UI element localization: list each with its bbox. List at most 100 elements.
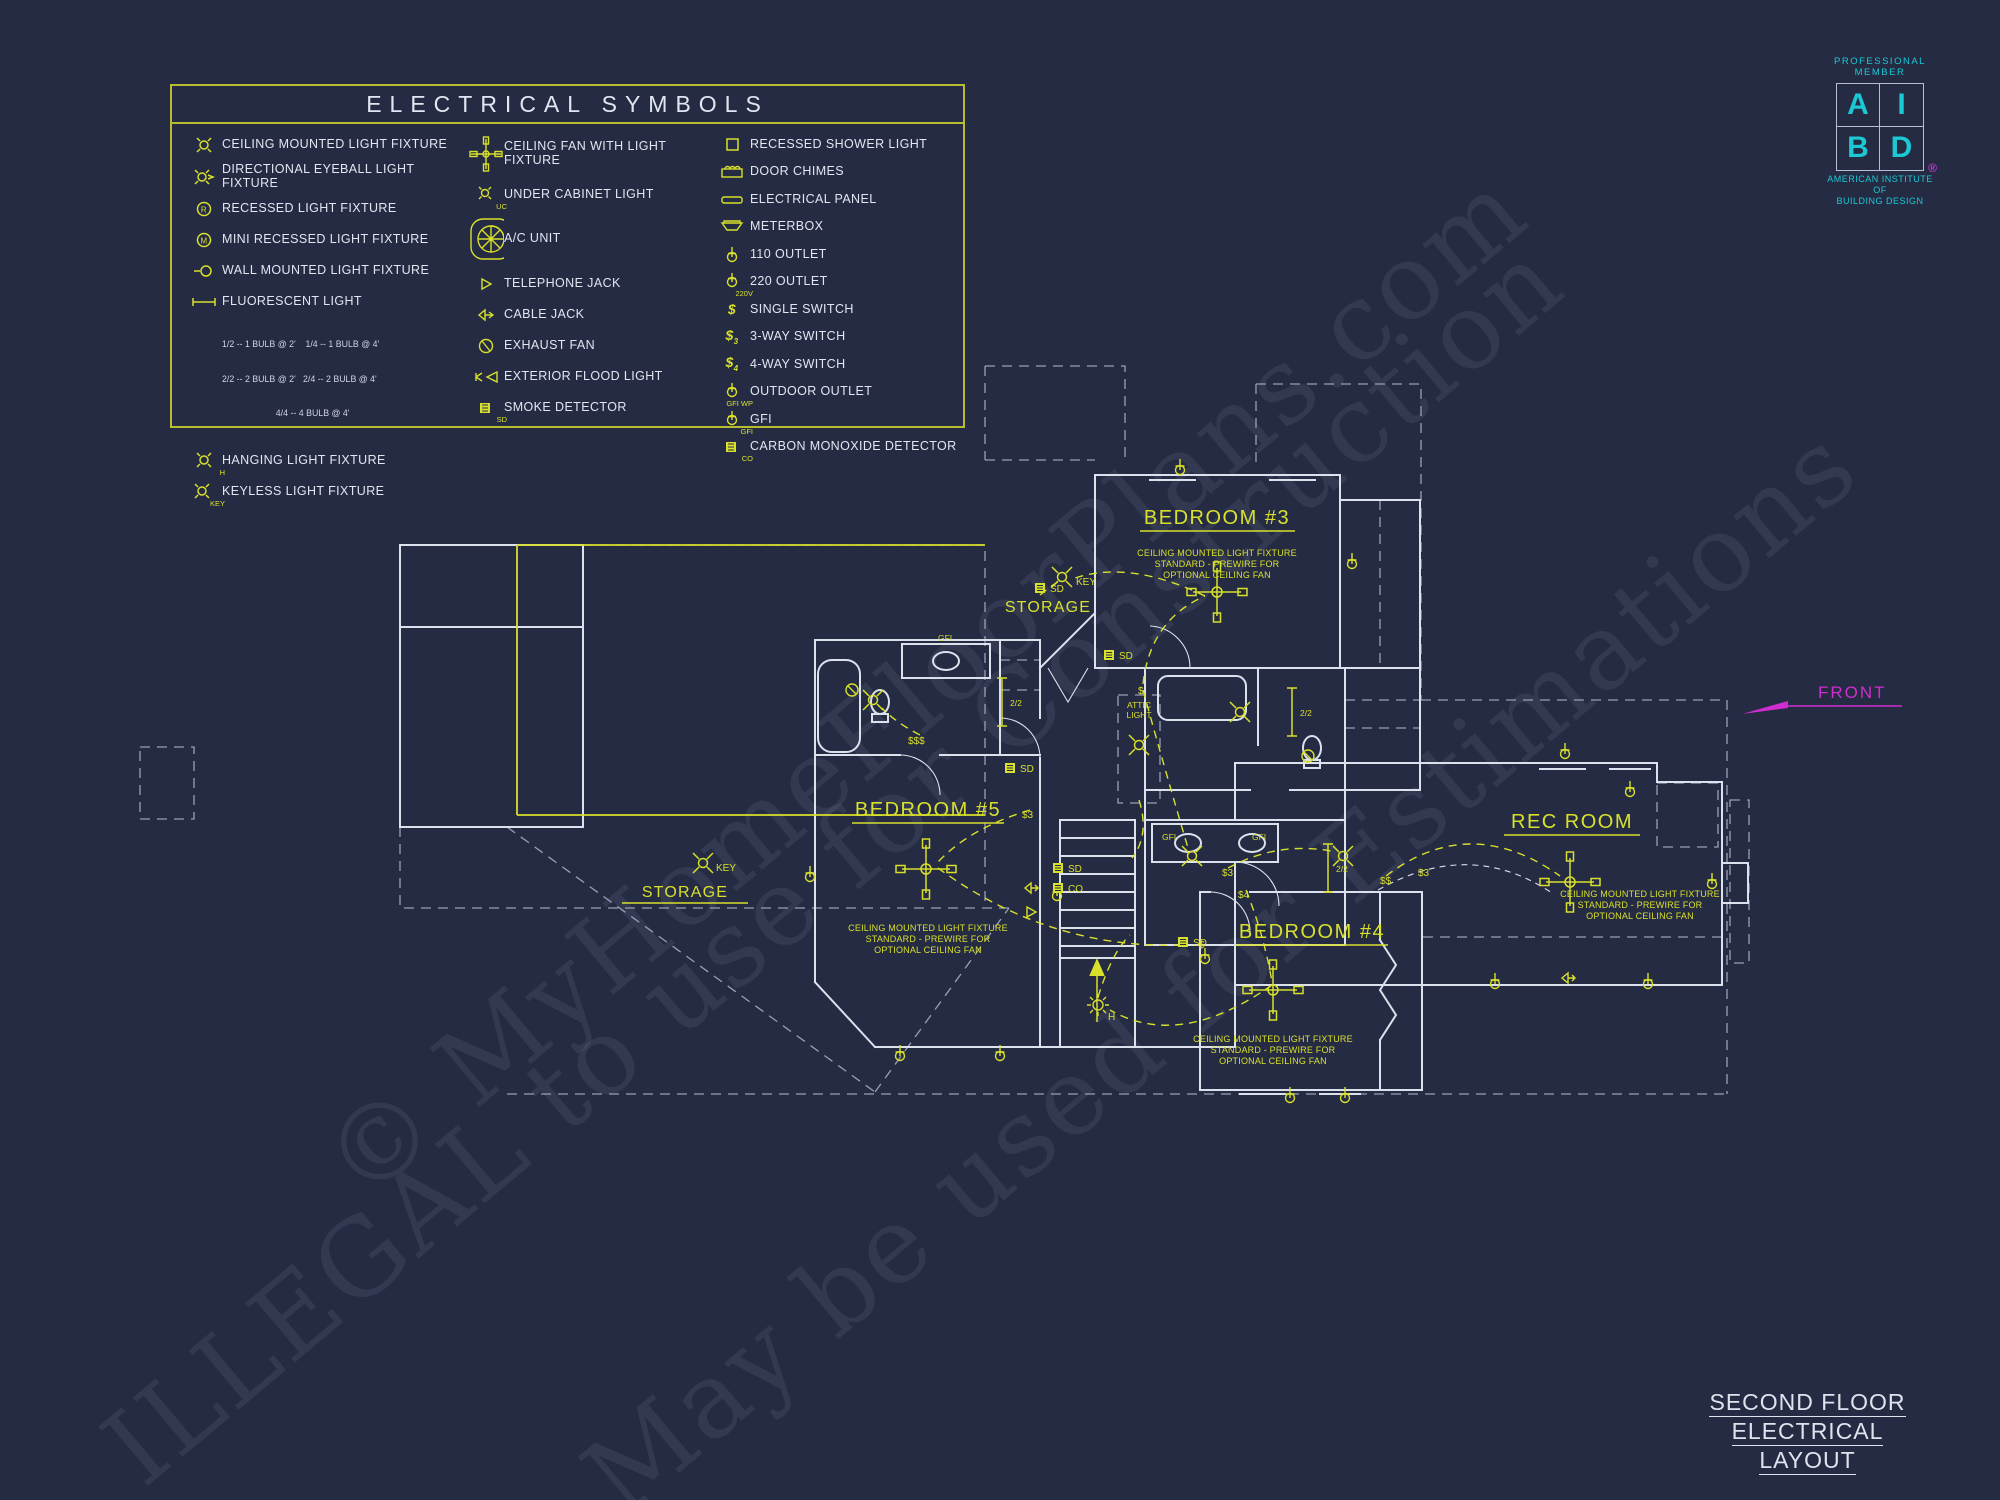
telephone-jack-icon [468,271,504,296]
outlet-110-icon [1346,552,1358,570]
fixture-note-bedroom4: CEILING MOUNTED LIGHT FIXTURE STANDARD -… [1193,1034,1353,1066]
fluor-label: 2/2 [1336,864,1348,874]
legend-label: 3-WAY SWITCH [750,329,846,344]
legend-label: SMOKE DETECTOR [504,399,627,414]
legend-column-1: CEILING MOUNTED LIGHT FIXTURE DIRECTIONA… [186,132,458,510]
keyless-light-icon: KEY [186,479,225,508]
smoke-detector-icon [1103,649,1115,661]
single-switch-icon: $ [727,300,737,317]
smoke-detector-icon [1177,936,1189,948]
hanging-light-icon [1086,993,1110,1017]
registered-mark: ® [1928,160,1937,175]
fluor-label: 2/2 [1010,698,1022,708]
legend-label: TELEPHONE JACK [504,275,621,290]
fixture-notes: CEILING MOUNTED LIGHT FIXTURE STANDARD -… [848,548,1719,1066]
legend-label: A/C UNIT [504,231,561,246]
legend-label: WALL MOUNTED LIGHT FIXTURE [222,263,430,278]
svg-text:OPTIONAL CEILING FAN: OPTIONAL CEILING FAN [1586,911,1694,921]
smoke-detector-icon [1052,862,1064,874]
keyless-light-icon [692,852,714,874]
storage-outline-yellow [516,544,985,816]
sheet-title-line2: ELECTRICAL LAYOUT [1731,1417,1884,1475]
outdoor-outlet-icon: GFI WP [714,380,753,408]
attic-light-label: LIGHT [1126,710,1151,720]
fluorescent-light-icon [186,290,222,315]
legend-label: MINI RECESSED LIGHT FIXTURE [222,232,429,247]
legend-row: $3 3-WAY SWITCH [714,325,962,350]
legend-label: EXTERIOR FLOOD LIGHT [504,368,663,383]
front-label: FRONT [1818,683,1887,702]
gfi-label: GFI [1162,832,1176,842]
sheet-title: SECOND FLOOR ELECTRICAL LAYOUT [1690,1388,1925,1475]
aibd-letter-a: A [1837,83,1880,127]
legend-label: UNDER CABINET LIGHT [504,186,654,201]
legend-row: FLUORESCENT LIGHT [186,290,458,315]
legend-label: GFI [750,411,773,426]
legend-row: KEY KEYLESS LIGHT FIXTURE [186,479,458,508]
room-label-bedroom3: BEDROOM #3 [1144,507,1290,529]
switch-label: $3 [1022,810,1034,821]
legend-column-3: RECESSED SHOWER LIGHT DOOR CHIMES ELECTR… [714,132,962,463]
exhaust-fan-icon [845,683,859,697]
hanging-label: H [1108,1012,1115,1023]
legend-label: CARBON MONOXIDE DETECTOR [750,439,957,454]
switch-label: $$$ [908,736,925,747]
room-label-storage-lower: STORAGE [642,884,728,901]
legend-label: CABLE JACK [504,306,585,321]
door-swings [899,625,1553,933]
svg-text:R: R [201,206,207,215]
key-label: KEY [1076,577,1096,588]
legend-label: FLUORESCENT LIGHT [222,294,362,309]
symbol-labels: KEY KEY SD SD SD SD SD CO H $$$ $ $3 $$ … [716,577,1430,1023]
electrical-symbols [692,458,1718,1104]
legend-row: ELECTRICAL PANEL [714,187,962,212]
sd-label: SD [1119,651,1133,662]
legend-row: DOOR CHIMES [714,160,962,185]
hanging-light-icon: H [186,448,225,477]
svg-text:OPTIONAL CEILING FAN: OPTIONAL CEILING FAN [874,945,982,955]
legend-label: RECESSED SHOWER LIGHT [750,136,928,151]
wall-mounted-light-icon [186,259,222,284]
legend-row: GFI WP OUTDOOR OUTLET [714,380,962,408]
switch-label: $3 [1418,868,1430,879]
outlet-110-icon [714,242,750,267]
legend-label: CEILING FAN WITH LIGHT FIXTURE [504,139,667,167]
legend-row: METERBOX [714,215,962,240]
legend-row: CO CARBON MONOXIDE DETECTOR [714,435,962,463]
under-cabinet-light-icon: UC [468,182,507,211]
svg-text:OPTIONAL CEILING FAN: OPTIONAL CEILING FAN [1219,1056,1327,1066]
svg-text:M: M [200,237,207,246]
legend-label: EXHAUST FAN [504,337,595,352]
fixture-note-recroom: CEILING MOUNTED LIGHT FIXTURE STANDARD -… [1560,889,1719,921]
gfi-outlet-icon: GFI [714,407,753,436]
legend-label: OUTDOOR OUTLET [750,384,873,399]
exterior-flood-light-icon [468,364,504,389]
legend-label: RECESSED LIGHT FIXTURE [222,201,397,216]
ac-unit-icon [468,218,504,260]
outlet-110-icon [1706,872,1718,890]
front-marker: FRONT [1742,683,1902,714]
legend-row: H HANGING LIGHT FIXTURE [186,448,458,477]
svg-text:CEILING MOUNTED LIGHT FIXTURE: CEILING MOUNTED LIGHT FIXTURE [848,923,1008,933]
legend-label: 220 OUTLET [750,274,828,289]
svg-text:STANDARD - PREWIRE FOR: STANDARD - PREWIRE FOR [1211,1045,1336,1055]
electrical-panel-icon [714,187,750,212]
outlet-110-icon [804,865,816,883]
outlet-110-icon [1174,458,1186,476]
room-label-bedroom4: BEDROOM #4 [1239,921,1385,943]
legend-row: RECESSED SHOWER LIGHT [714,132,962,157]
fluorescent-notes: 1/2 -- 1 BULB @ 2' 1/4 -- 1 BULB @ 4' 2/… [222,339,380,418]
outlet-110-icon [1642,972,1654,990]
key-label: KEY [716,863,736,874]
co-detector-icon [1052,882,1064,894]
switch-label: $3 [1222,868,1234,879]
legend-label: CEILING MOUNTED LIGHT FIXTURE [222,136,448,151]
cable-jack-icon [1561,972,1576,984]
sd-label: SD [1020,764,1034,775]
switch-label: $ [1199,940,1205,951]
outlet-110-icon [1559,742,1571,760]
aibd-letter-d: D [1890,131,1913,165]
svg-text:CEILING MOUNTED LIGHT FIXTURE: CEILING MOUNTED LIGHT FIXTURE [1193,1034,1353,1044]
